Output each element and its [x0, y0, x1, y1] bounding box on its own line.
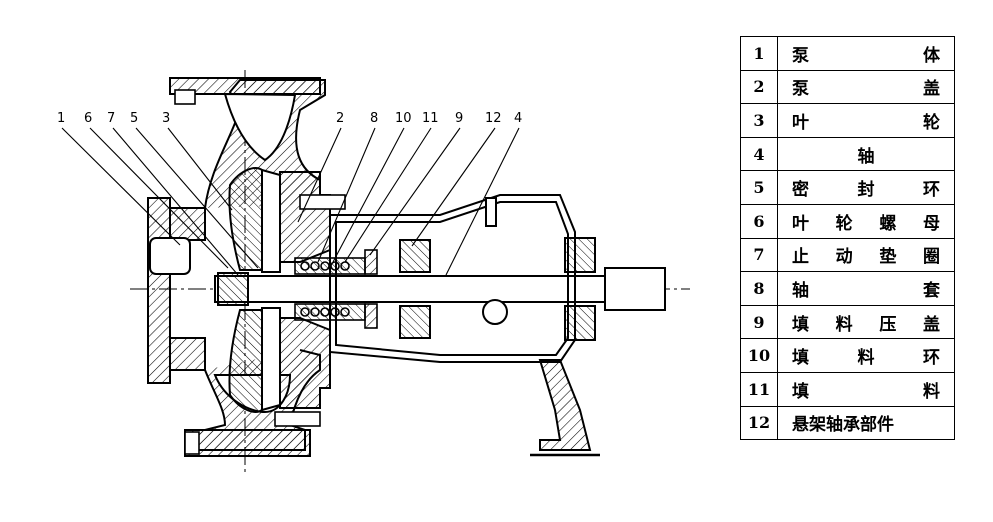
legend-part-number: 7 [740, 237, 778, 273]
bearing-frame [329, 194, 600, 457]
legend-part-name: 叶轮 [777, 103, 955, 138]
legend-part-name: 悬架轴承部件 [777, 405, 955, 441]
legend-row: 12 悬架轴承部件 [740, 405, 955, 441]
legend-row: 7 止动垫圈 [740, 237, 955, 273]
legend-part-name: 止动垫圈 [777, 237, 955, 273]
legend-part-number: 10 [740, 338, 778, 373]
legend-part-number: 9 [740, 304, 778, 340]
legend-part-name-text: 轴 [857, 146, 875, 167]
legend-part-name: 泵体 [777, 36, 955, 71]
callout-labels: 1 6 7 5 3 2 8 10 11 9 12 4 [57, 111, 522, 126]
callout-12: 12 [485, 111, 502, 126]
legend-row: 8 轴套 [740, 271, 955, 306]
legend-part-name-text: 叶轮 [792, 112, 940, 133]
legend-part-name: 填料环 [777, 338, 955, 373]
legend-part-number: 3 [740, 103, 778, 138]
legend-part-number: 6 [740, 203, 778, 239]
legend-part-number: 5 [740, 170, 778, 205]
legend-row: 10 填料环 [740, 338, 955, 373]
legend-part-number: 12 [740, 405, 778, 441]
legend-part-number: 1 [740, 36, 778, 71]
legend-part-name-text: 叶轮螺母 [792, 213, 940, 234]
callout-11: 11 [422, 111, 439, 126]
legend-part-name-text: 泵盖 [792, 79, 940, 100]
legend-part-name-text: 轴套 [792, 280, 940, 301]
legend-part-number: 8 [740, 271, 778, 306]
legend-part-name: 轴 [777, 136, 955, 172]
legend-row: 9 填料压盖 [740, 304, 955, 340]
legend-part-name-text: 填料环 [792, 348, 940, 369]
legend-part-number: 11 [740, 371, 778, 407]
legend-part-name: 填料 [777, 371, 955, 407]
legend-row: 11 填料 [740, 371, 955, 407]
pump-cover [279, 171, 331, 409]
pump-cross-section-drawing: 1 6 7 5 3 2 8 10 11 9 12 4 [57, 70, 690, 475]
legend-part-name: 轴套 [777, 271, 955, 306]
callout-7: 7 [107, 111, 115, 126]
callout-1: 1 [57, 111, 65, 126]
callout-8: 8 [370, 111, 378, 126]
callout-6: 6 [84, 111, 92, 126]
legend-part-name-text: 填料压盖 [792, 314, 940, 335]
callout-5: 5 [130, 111, 138, 126]
legend-part-name: 密封环 [777, 170, 955, 205]
legend-row: 5 密封环 [740, 170, 955, 205]
legend-part-number: 2 [740, 69, 778, 105]
callout-2: 2 [336, 111, 344, 126]
legend-row: 2 泵盖 [740, 69, 955, 105]
legend-row: 1 泵体 [740, 36, 955, 71]
callout-3: 3 [162, 111, 170, 126]
legend-part-name: 填料压盖 [777, 304, 955, 340]
legend-part-name-text: 填料 [792, 381, 940, 402]
legend-part-number: 4 [740, 136, 778, 172]
callout-leader-lines [61, 127, 520, 276]
legend-row: 6 叶轮螺母 [740, 203, 955, 239]
legend-part-name-text: 止动垫圈 [792, 247, 940, 268]
legend-part-name-text: 悬架轴承部件 [792, 415, 894, 436]
callout-10: 10 [395, 111, 412, 126]
legend-part-name-text: 泵体 [792, 45, 940, 66]
callout-4: 4 [514, 111, 522, 126]
legend-row: 3 叶轮 [740, 103, 955, 138]
legend-part-name: 叶轮螺母 [777, 203, 955, 239]
shaft [214, 267, 666, 311]
flange-bolts [174, 89, 346, 455]
legend-part-name: 泵盖 [777, 69, 955, 105]
legend-part-name-text: 密封环 [792, 180, 940, 201]
callout-9: 9 [455, 111, 463, 126]
